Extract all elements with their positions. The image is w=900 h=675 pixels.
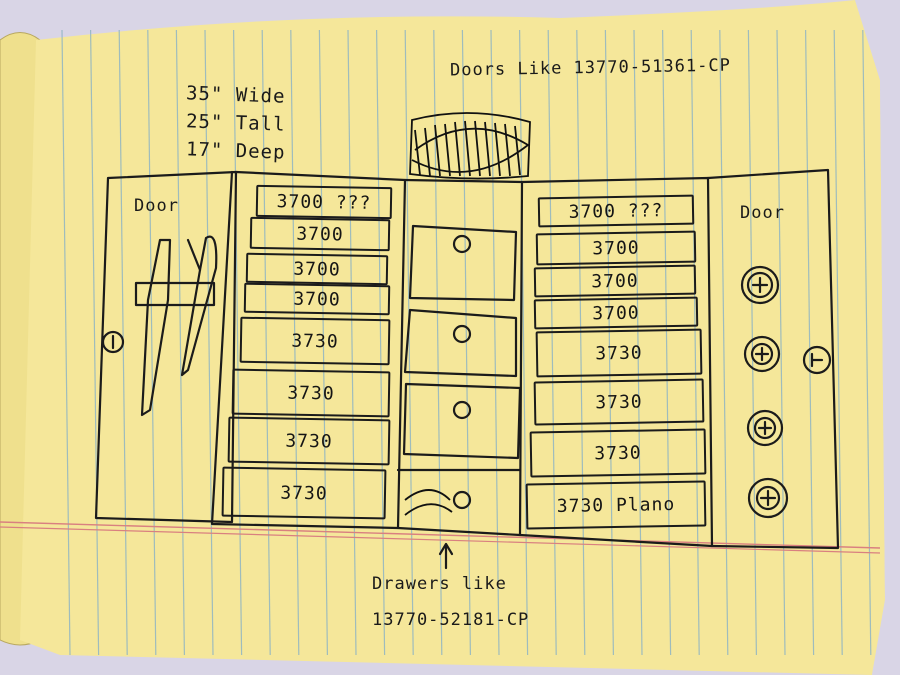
scribble-out — [404, 112, 531, 516]
left-door-label: Door — [134, 196, 179, 216]
left-bin-8: 3730 — [221, 466, 387, 520]
left-bin-7: 3730 — [227, 416, 391, 466]
left-door-outline — [94, 170, 238, 524]
pliers-drawing — [180, 235, 218, 377]
knife-drawing — [140, 238, 172, 417]
right-door-knob — [802, 345, 832, 375]
left-bin-5: 3730 — [239, 316, 391, 366]
left-door-knob — [101, 330, 125, 354]
drawers-reference-line2: 13770-52181-CP — [372, 610, 530, 630]
right-bins-outline — [518, 176, 714, 548]
dimension-height: 25" Tall — [185, 110, 286, 136]
left-bin-4: 3700 — [243, 282, 391, 316]
left-bin-6: 3730 — [231, 368, 391, 418]
right-bin-4: 3700 — [533, 296, 699, 330]
right-bin-1: 3700 ??? — [537, 194, 695, 228]
right-bin-8: 3730 Plano — [525, 480, 707, 530]
tool-holder-strap — [134, 281, 216, 307]
right-bin-3: 3700 — [533, 264, 697, 298]
right-bin-2: 3700 — [535, 230, 697, 266]
center-drawers-outline — [396, 178, 524, 537]
dimension-width: 35" Wide — [185, 82, 286, 108]
right-bin-6: 3730 — [533, 378, 705, 426]
right-bin-5: 3730 — [535, 328, 703, 378]
dimension-depth: 17" Deep — [185, 138, 286, 164]
left-bin-3: 3700 — [245, 252, 389, 286]
left-bin-2: 3700 — [249, 216, 391, 252]
right-bin-7: 3730 — [529, 428, 707, 478]
right-door-label: Door — [740, 203, 785, 223]
drawers-reference-line1: Drawers like — [372, 574, 507, 594]
left-bin-1: 3700 ??? — [255, 184, 393, 220]
right-door-outline — [706, 168, 840, 550]
